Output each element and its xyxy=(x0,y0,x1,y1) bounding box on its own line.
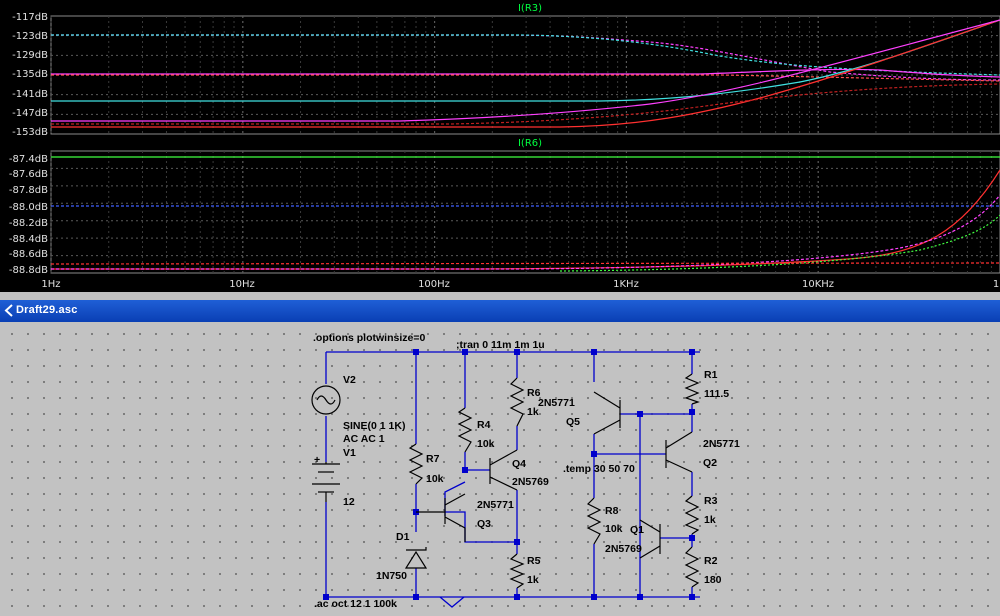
q2-name[interactable]: Q2 xyxy=(703,457,717,469)
pane2-ytick: -88.2dB xyxy=(9,218,48,229)
trace-red-dashed xyxy=(51,74,1000,82)
q3-name[interactable]: Q3 xyxy=(477,518,491,530)
xtick: 10KHz xyxy=(802,279,834,290)
trace-red-solid xyxy=(51,19,1000,128)
trace-magenta-bottom xyxy=(51,194,1000,270)
pane2-ytick: -88.4dB xyxy=(9,234,48,245)
r6-name[interactable]: R6 xyxy=(527,387,541,399)
ac-directive[interactable]: .ac oct 12 1 100k xyxy=(314,598,397,610)
pane-splitter[interactable] xyxy=(0,292,1000,300)
q1-name[interactable]: Q1 xyxy=(630,524,644,536)
resistor-r7-symbol[interactable] xyxy=(408,443,424,485)
pane2-ytick: -88.8dB xyxy=(9,265,48,276)
schematic-window-icon[interactable] xyxy=(3,304,15,317)
r8-name[interactable]: R8 xyxy=(605,505,619,517)
xtick: 1KHz xyxy=(613,279,639,290)
zener-diode-d1-symbol[interactable] xyxy=(404,547,428,569)
resistor-r3-symbol[interactable] xyxy=(684,495,700,535)
pane1-ytick: -123dB xyxy=(12,31,48,42)
q5-model[interactable]: 2N5771 xyxy=(538,397,575,409)
resistor-r4-symbol[interactable] xyxy=(457,407,473,453)
r5-name[interactable]: R5 xyxy=(527,555,541,567)
pane1-ytick: -147dB xyxy=(12,108,48,119)
trace-cyan-solid xyxy=(51,19,1000,102)
transistor-q1-symbol[interactable] xyxy=(639,519,661,559)
pane2-ytick: -88.0dB xyxy=(9,202,48,213)
q2-model[interactable]: 2N5771 xyxy=(703,438,740,450)
schematic-canvas[interactable]: + xyxy=(0,322,1000,616)
resistor-r1-symbol[interactable] xyxy=(684,373,700,405)
trace-magenta-low xyxy=(51,19,1000,122)
transistor-q2-symbol[interactable] xyxy=(665,431,693,473)
v2-name[interactable]: V2 xyxy=(343,374,356,386)
trace-cyan-dashed xyxy=(51,34,1000,76)
tran-directive[interactable]: ;tran 0 11m 1m 1u xyxy=(456,339,545,351)
v1-name[interactable]: V1 xyxy=(343,447,356,459)
waveform-viewer[interactable]: I(R3) I(R6) -117dB -123dB -129dB -135dB … xyxy=(0,0,1000,292)
resistor-r8-symbol[interactable] xyxy=(586,497,602,545)
trace-magenta-solid xyxy=(51,68,1000,78)
v2-value[interactable]: SINE(0 1 1K) xyxy=(343,420,405,432)
trace-label-i-r6[interactable]: I(R6) xyxy=(518,138,542,149)
v2-ac[interactable]: AC AC 1 xyxy=(343,433,385,445)
trace-red-low xyxy=(51,83,1000,125)
r7-name[interactable]: R7 xyxy=(426,453,440,465)
resistor-r2-symbol[interactable] xyxy=(684,546,700,588)
svg-text:+: + xyxy=(314,454,320,466)
transistor-q3-symbol[interactable] xyxy=(416,493,466,542)
r3-value[interactable]: 1k xyxy=(704,514,716,526)
resistor-r6-symbol[interactable] xyxy=(509,377,525,427)
pane2-ytick: -87.8dB xyxy=(9,185,48,196)
pane-2-frame xyxy=(50,150,1000,274)
r1-value[interactable]: 111.5 xyxy=(704,388,729,400)
v1-value[interactable]: 12 xyxy=(343,496,355,508)
d1-name[interactable]: D1 xyxy=(396,531,410,543)
window-title: Draft29.asc xyxy=(16,304,78,316)
r7-value[interactable]: 10k xyxy=(426,473,444,485)
options-directive[interactable]: .options plotwinsize=0 xyxy=(313,332,425,344)
r5-value[interactable]: 1k xyxy=(527,574,539,586)
d1-value[interactable]: 1N750 xyxy=(376,570,407,582)
junction-dots xyxy=(323,349,695,600)
xtick: 1 xyxy=(993,279,999,290)
r2-name[interactable]: R2 xyxy=(704,555,718,567)
r3-name[interactable]: R3 xyxy=(704,495,718,507)
xtick: 1Hz xyxy=(41,279,60,290)
battery-v1-symbol[interactable]: + xyxy=(312,454,340,502)
q4-model[interactable]: 2N5769 xyxy=(512,476,549,488)
transistor-q5-symbol[interactable] xyxy=(593,391,621,435)
trace-green-bottom xyxy=(559,214,1000,272)
resistor-r5-symbol[interactable] xyxy=(509,553,525,589)
temp-directive[interactable]: .temp 30 50 70 xyxy=(563,463,635,475)
q5-name[interactable]: Q5 xyxy=(566,416,580,428)
grid-lines xyxy=(50,16,1000,273)
pane1-ytick: -117dB xyxy=(12,12,48,23)
schematic-window-titlebar[interactable]: Draft29.asc xyxy=(0,300,1000,322)
trace-red-flat-bottom xyxy=(50,262,1000,265)
r4-name[interactable]: R4 xyxy=(477,419,491,431)
trace-label-i-r3[interactable]: I(R3) xyxy=(518,3,542,14)
pane1-ytick: -141dB xyxy=(12,89,48,100)
pane-1-traces xyxy=(51,19,1000,128)
r6-value[interactable]: 1k xyxy=(527,406,539,418)
pane2-ytick: -88.6dB xyxy=(9,249,48,260)
xtick: 100Hz xyxy=(418,279,450,290)
pane2-ytick: -87.4dB xyxy=(9,154,48,165)
q3-model[interactable]: 2N5771 xyxy=(477,499,514,511)
transistor-q4-symbol[interactable] xyxy=(489,449,518,491)
r8-value[interactable]: 10k xyxy=(605,523,623,535)
r2-value[interactable]: 180 xyxy=(704,574,722,586)
q1-model[interactable]: 2N5769 xyxy=(605,543,642,555)
pane1-ytick: -129dB xyxy=(12,50,48,61)
pane-2-traces xyxy=(50,156,1000,272)
q4-name[interactable]: Q4 xyxy=(512,458,526,470)
r4-value[interactable]: 10k xyxy=(477,438,495,450)
sine-source-v2-symbol[interactable] xyxy=(311,385,341,415)
r1-name[interactable]: R1 xyxy=(704,369,718,381)
pane2-ytick: -87.6dB xyxy=(9,169,48,180)
pane1-ytick: -153dB xyxy=(12,127,48,138)
pane1-ytick: -135dB xyxy=(12,69,48,80)
xtick: 10Hz xyxy=(229,279,255,290)
